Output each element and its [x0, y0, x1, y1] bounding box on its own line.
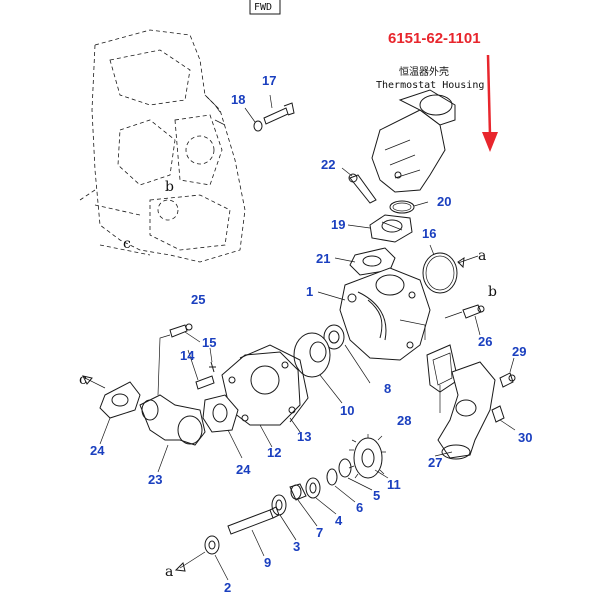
engine-block: [79, 29, 246, 263]
callout-10: 10: [340, 403, 354, 418]
callout-4: 4: [335, 513, 343, 528]
gasket-20: [389, 200, 415, 214]
caption-english: Thermostat Housing: [376, 80, 484, 91]
callout-24-left: 24: [90, 443, 105, 458]
bolt-14: [195, 375, 215, 390]
callout-leaders: [99, 167, 516, 581]
gasket-28: [426, 344, 459, 393]
gear-11: [348, 434, 386, 479]
callout-1: 1: [306, 284, 313, 299]
elbow-pipe-23: [139, 394, 206, 446]
callout-23: 23: [148, 472, 162, 487]
callout-22: 22: [321, 157, 335, 172]
callout-24-right: 24: [236, 462, 251, 477]
leader-c-24: [84, 377, 106, 389]
callout-26: 26: [478, 334, 492, 349]
thermostat-19: [369, 214, 413, 243]
leader-a-16: [457, 255, 479, 264]
seal-8: [323, 324, 345, 350]
callout-15: 15: [202, 335, 216, 350]
callout-17: 17: [262, 73, 276, 88]
ref-c-upper: c: [123, 236, 131, 252]
callout-11: 11: [387, 477, 401, 492]
fwd-tag: FWD: [249, 0, 281, 15]
part-number: 6151-62-1101: [388, 30, 481, 47]
bolt-26: [462, 304, 485, 319]
callout-19: 19: [331, 217, 345, 232]
oring-16: [422, 252, 458, 294]
callout-9: 9: [264, 555, 271, 570]
cover-10: [293, 332, 331, 378]
gasket-24-left: [99, 381, 141, 419]
washer-18: [253, 120, 263, 132]
callout-12: 12: [267, 445, 281, 460]
callout-27: 27: [428, 455, 442, 470]
gasket-24-right: [202, 394, 239, 433]
arrow-a-2: [174, 562, 186, 572]
ring-6: [326, 468, 338, 486]
callout-6: 6: [356, 500, 363, 515]
callout-5: 5: [373, 488, 380, 503]
callout-14: 14: [180, 348, 195, 363]
seal-2: [204, 535, 220, 555]
arrow-a-16: [457, 256, 465, 269]
ref-c-left: c: [79, 372, 87, 388]
callout-3: 3: [293, 539, 300, 554]
ref-b-upper: b: [165, 179, 174, 195]
callout-21: 21: [316, 251, 330, 266]
gasket-13: [239, 344, 309, 423]
callout-7: 7: [316, 525, 323, 540]
bolt-22: [348, 173, 377, 204]
leader-a-2: [179, 551, 206, 569]
ref-b-right: b: [488, 284, 497, 300]
bolt-17: [263, 102, 295, 125]
callout-29: 29: [512, 344, 526, 359]
callout-30: 30: [518, 430, 532, 445]
elbow-27: [437, 361, 496, 460]
leader-17: [269, 94, 273, 109]
callout-28: 28: [397, 413, 411, 428]
ref-a-right: a: [478, 248, 486, 264]
fwd-tag-label: FWD: [254, 2, 272, 13]
bolt-29: [499, 372, 516, 388]
callout-16: 16: [422, 226, 436, 241]
bolt-30: [491, 405, 505, 423]
callout-20: 20: [437, 194, 451, 209]
bolt-25: [157, 323, 193, 396]
callout-13: 13: [297, 429, 311, 444]
leader-18: [244, 107, 256, 123]
callout-25: 25: [191, 292, 205, 307]
shaft-9: [227, 506, 280, 535]
bearing-3: [271, 494, 287, 516]
seal-4: [305, 477, 321, 499]
callout-2: 2: [224, 580, 231, 595]
bearing-7: [289, 483, 307, 501]
water-pump-body: [339, 267, 431, 361]
callout-18: 18: [231, 92, 245, 107]
leader-b-26: [444, 311, 463, 319]
highlight-arrow: [482, 54, 498, 152]
callout-8: 8: [384, 381, 391, 396]
pin-15: [209, 361, 216, 373]
ref-a-bottom: a: [165, 564, 173, 580]
snap-ring-5: [338, 458, 352, 478]
thermostat-housing: [371, 89, 456, 193]
arrow-c-24: [82, 375, 93, 385]
caption-chinese: 恒温器外壳: [399, 65, 449, 78]
